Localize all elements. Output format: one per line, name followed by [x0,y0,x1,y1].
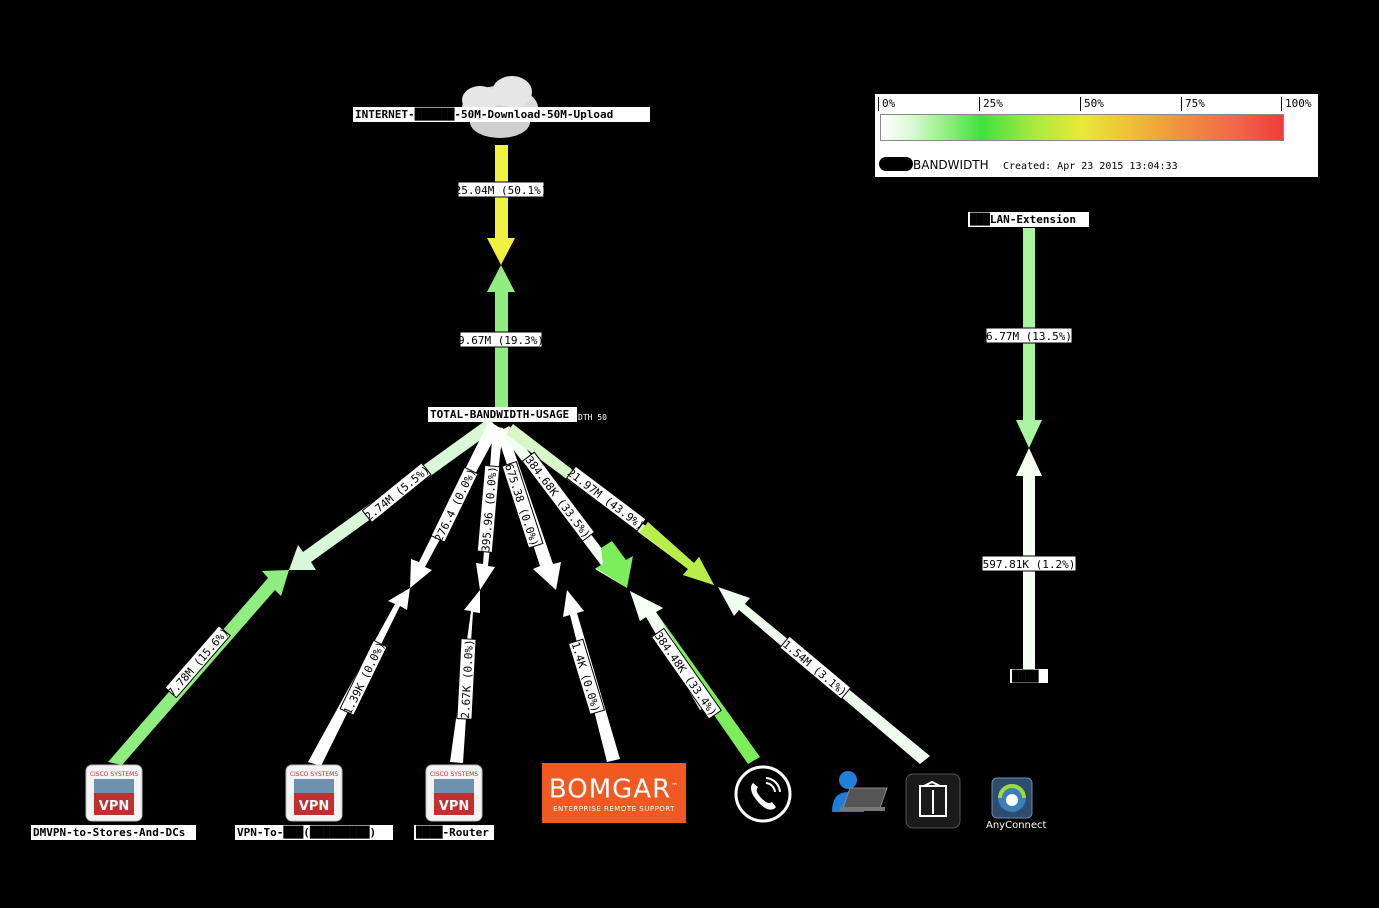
node-dmvpn-label: DMVPN-to-Stores-And-DCs [33,826,185,839]
legend-tick-0: 0% [878,97,895,111]
label-user-out: 1.54M (3.1%) [780,638,849,699]
cisco-vpn-icon[interactable]: CISCO SYSTEMS VPN [85,764,143,822]
label-lan-in: 6.77M (13.5%) [986,330,1072,343]
label-phone-out: 384.48K (33.4%) [652,630,720,719]
node-lan-bottom-label: ████ [1011,669,1039,683]
label-dmvpn-out: 7.78M (15.6%) [165,626,231,700]
cisco-brand-text: CISCO SYSTEMS [290,771,339,778]
cisco-vpn-icon[interactable]: CISCO SYSTEMS VPN [285,764,343,822]
node-dmvpn[interactable]: DMVPN-to-Stores-And-DCs [31,825,196,840]
node-internet-label: INTERNET-██████-50M-Download-50M-Upload [355,107,613,121]
node-total-suffix: DTH 50 [578,413,607,422]
legend-title: BANDWIDTH [913,158,989,172]
node-vpn-label: VPN-To-███(█████████) [237,825,376,839]
cisco-vpn-text: VPN [99,799,129,814]
cisco-brand-text: CISCO SYSTEMS [430,771,479,778]
legend-tick-75: 75% [1181,97,1205,111]
node-lan-label: ███LAN-Extension [969,212,1076,226]
node-lan-bottom[interactable]: ████ [1010,669,1048,683]
bomgar-logo[interactable]: BOMGAR™ ENTERPRISE REMOTE SUPPORT [542,763,686,823]
redaction-mark [879,157,913,171]
label-internet-in: 25.04M (50.1%) [455,184,548,197]
legend-ticks: 0% 25% 50% 75% 100% [875,94,1318,112]
bomgar-tagline: ENTERPRISE REMOTE SUPPORT [553,804,675,813]
anyconnect-label: AnyConnect [986,820,1047,831]
bomgar-logo-text: BOMGAR [548,774,672,805]
cisco-vpn-icon[interactable]: CISCO SYSTEMS VPN [425,764,483,822]
node-total[interactable]: TOTAL-BANDWIDTH-USAGE DTH 50 [428,407,607,422]
arrow-phone-in-tip [596,541,633,588]
link-lan[interactable] [1016,228,1042,672]
legend-tick-50: 50% [1080,97,1104,111]
legend-created: Created: Apr 23 2015 13:04:33 [1003,161,1178,172]
label-vpn-in: 276.4 (0.0%) [432,467,479,544]
label-lan-out: 597.81K (1.2%) [983,558,1076,571]
phone-icon[interactable] [734,765,792,823]
anyconnect-icon[interactable] [991,777,1033,819]
node-vpn[interactable]: VPN-To-███(█████████) [235,825,393,840]
label-router-out: 2.67K (0.0%) [459,639,476,719]
node-router[interactable]: ████-Router [414,825,494,840]
legend: 0% 25% 50% 75% 100% BANDWIDTH Created: A… [875,94,1318,177]
cisco-brand-text: CISCO SYSTEMS [90,771,139,778]
link-labels: 25.04M (50.1%) 9.67M (19.3%) 6.77M (13.5… [164,181,1077,720]
node-router-label: ████-Router [415,825,489,839]
cisco-vpn-text: VPN [299,799,329,814]
firewall-icon[interactable] [905,773,961,829]
label-vpn-out: 1.39K (0.0%) [341,640,388,717]
link-dmvpn[interactable] [108,418,497,765]
node-labels: INTERNET-██████-50M-Download-50M-Upload … [31,107,1089,840]
label-dmvpn-in: 2.74M (5.5%) [362,463,432,523]
node-lan[interactable]: ███LAN-Extension [968,212,1089,227]
arrow-user-in-tip [640,522,714,585]
label-internet-out: 9.67M (19.3%) [458,334,544,347]
node-total-label: TOTAL-BANDWIDTH-USAGE [430,408,569,421]
bomgar-tm: ™ [671,782,680,790]
legend-tick-25: 25% [979,97,1003,111]
arrow-internet-in [487,145,515,265]
legend-tick-100: 100% [1281,97,1312,111]
cisco-vpn-text: VPN [439,799,469,814]
node-internet[interactable]: INTERNET-██████-50M-Download-50M-Upload [353,107,650,122]
legend-gradient-bar [880,114,1284,141]
label-router-in: 395.96 (0.0%) [479,466,499,553]
user-laptop-icon[interactable] [832,771,888,812]
